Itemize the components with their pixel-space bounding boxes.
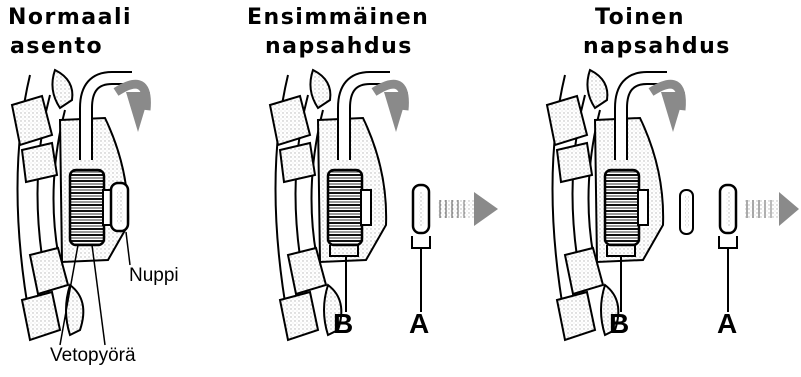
knob-leader-line: [126, 232, 130, 265]
panel3-label-b: B: [609, 308, 629, 340]
wheel-label: Vetopyörä: [50, 345, 136, 367]
panel3-first-click-knob: [680, 190, 693, 234]
panel3-pull-arrow: [745, 192, 799, 226]
panel3-watch: [547, 70, 685, 340]
panel2-label-a: A: [409, 308, 429, 340]
panel2-watch: [270, 70, 408, 340]
panel2-knob: [412, 185, 430, 312]
panel2-pull-arrow: [438, 192, 498, 226]
panel1-watch: [12, 70, 150, 345]
panel3-knob: [719, 185, 737, 312]
knob-label: Nuppi: [129, 265, 179, 287]
panel3-label-a: A: [717, 308, 737, 340]
panel2-label-b: B: [333, 308, 353, 340]
